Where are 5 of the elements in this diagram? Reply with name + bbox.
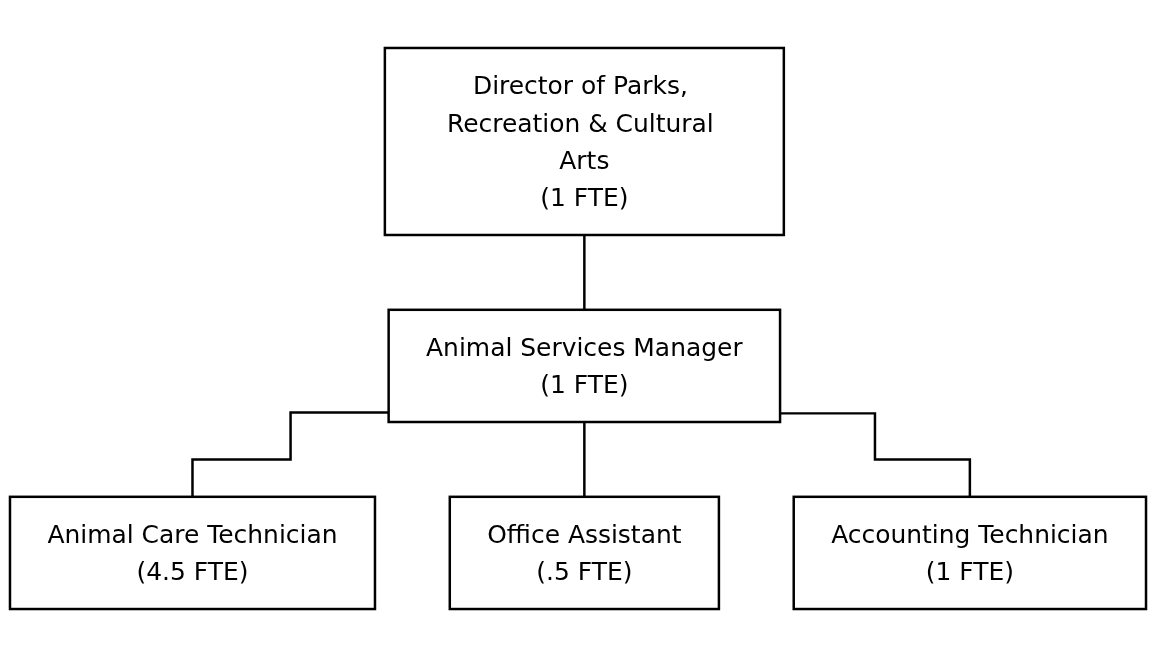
node-box: Animal Care Technician (4.5 FTE) [8, 495, 377, 610]
node-box: Office Assistant (.5 FTE) [448, 495, 721, 610]
node-box: Accounting Technician (1 FTE) [792, 495, 1148, 610]
node-box: Animal Services Manager (1 FTE) [387, 308, 782, 423]
node-box: Director of Parks, Recreation & Cultural Arts (1 FTE) [383, 46, 786, 236]
